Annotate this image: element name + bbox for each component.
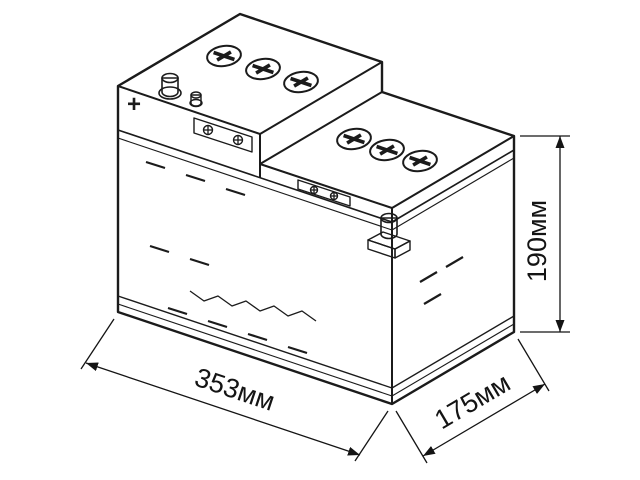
depth-dimension-label: 175мм — [429, 367, 515, 435]
vent-caps — [206, 44, 438, 173]
length-dimension-label: 353мм — [191, 362, 278, 417]
dimension-line — [85, 362, 361, 456]
height-dimension-label: 190мм — [522, 200, 552, 282]
molded-dashes-side — [419, 256, 464, 305]
lid-seam — [117, 129, 515, 231]
molded-zigzag — [189, 290, 317, 322]
vent-cap-4 — [336, 127, 372, 151]
dimension-length: 353мм — [80, 318, 389, 462]
vent-cap-5 — [369, 138, 405, 162]
extension-line — [354, 410, 389, 462]
handle-plate-right — [297, 179, 351, 207]
extension-line — [395, 410, 428, 464]
positive-terminal — [158, 72, 203, 108]
battery-drawing: + — [116, 12, 516, 406]
handle-plate-left — [193, 117, 253, 153]
vent-cap-6 — [402, 149, 438, 173]
positive-terminal-symbol: + — [127, 91, 141, 118]
vent-cap-1 — [206, 44, 242, 68]
molded-dashes-front — [145, 160, 308, 355]
extension-line — [80, 318, 115, 370]
battery-silhouette — [116, 12, 516, 406]
extension-line — [517, 338, 550, 392]
battery-edges — [117, 61, 515, 404]
negative-terminal — [367, 212, 411, 259]
vent-cap-2 — [245, 57, 281, 81]
vent-cap-3 — [283, 70, 319, 94]
dimension-line — [422, 383, 546, 457]
dimension-height: 190мм — [520, 135, 570, 333]
